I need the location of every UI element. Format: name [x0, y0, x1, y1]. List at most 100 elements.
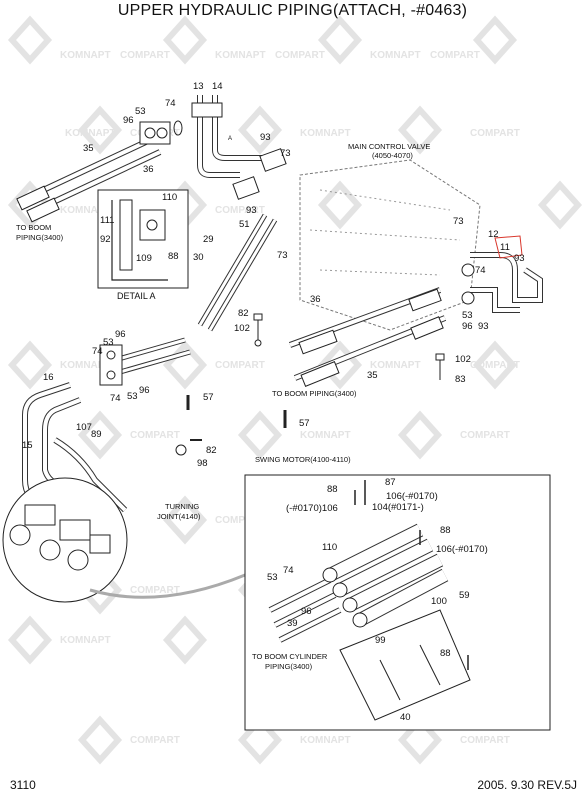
callout: 53	[267, 572, 278, 583]
callout: 106(-#0170)	[386, 491, 438, 502]
callout: 53	[135, 106, 146, 117]
callout: 106(-#0170)	[436, 544, 488, 555]
watermark-text: KOMNAPT	[300, 430, 351, 441]
callout: 98	[197, 458, 208, 469]
watermark-text: COMPART	[470, 360, 520, 371]
callout: 14	[212, 81, 223, 92]
callout: 93	[260, 132, 271, 143]
watermark-text: COMPART	[120, 50, 170, 61]
turning-joint-fittings	[9, 504, 111, 571]
watermark-text: COMPART	[430, 50, 480, 61]
label-swing-motor: SWING MOTOR(4100-4110)	[255, 455, 351, 464]
callout: 74	[110, 393, 121, 404]
callout: 15	[22, 440, 33, 451]
callout: 83	[455, 374, 466, 385]
callout: 11	[500, 242, 510, 253]
callout: 12	[488, 229, 499, 240]
watermark-text: COMPART	[215, 205, 265, 216]
callout: 110	[322, 542, 337, 553]
watermark-text: COMPART	[460, 430, 510, 441]
callout: 35	[83, 143, 94, 154]
part-11-highlight	[494, 235, 523, 259]
callout: 92	[100, 234, 111, 245]
label-to-boom-center: TO BOOM PIPING(3400)	[272, 389, 357, 398]
watermark-text: COMPART	[275, 50, 325, 61]
callout: 89	[91, 429, 102, 440]
callout: 107	[76, 422, 92, 433]
callout: 59	[459, 590, 470, 601]
callout: 53	[127, 391, 138, 402]
callout: 39	[287, 618, 298, 629]
label-to-boom-cylinder: TO BOOM CYLINDER	[252, 652, 328, 661]
callout: 74	[283, 565, 294, 576]
label-turning-joint-2: JOINT(4140)	[157, 512, 201, 521]
callout: 36	[143, 164, 154, 175]
callout: 53	[462, 310, 473, 321]
callout: 13	[193, 81, 204, 92]
callout: 73	[453, 216, 464, 227]
page-number: 3110	[10, 778, 36, 792]
label-main-control-valve: MAIN CONTROL VALVE	[348, 142, 430, 151]
watermark-text: KOMNAPT	[215, 50, 266, 61]
pipe-11-12	[461, 252, 543, 313]
callout: 30	[193, 252, 204, 263]
callout: 109	[136, 253, 152, 264]
callout: 74	[165, 98, 176, 109]
callout: 102	[455, 354, 471, 365]
callout: 73	[277, 250, 288, 261]
label-detail-a: DETAIL A	[117, 291, 156, 301]
watermark-text: KOMNAPT	[65, 128, 116, 139]
watermark-text: KOMNAPT	[370, 50, 421, 61]
callout: 100	[431, 596, 447, 607]
callout: 96	[301, 606, 312, 617]
callout: 35	[367, 370, 378, 381]
watermark-text: COMPART	[215, 515, 265, 526]
watermark-text: KOMNAPT	[300, 128, 351, 139]
callout: 96	[123, 115, 134, 126]
callout: 110	[162, 192, 177, 203]
hose-35-36-center	[288, 287, 447, 387]
callout: 74	[475, 265, 486, 276]
label-turning-joint: TURNING	[165, 502, 199, 511]
callout: 82	[206, 445, 217, 456]
callout-numbers: 13 14 53 74 96 35 36 93 73 110 111 92 10…	[22, 81, 525, 723]
callout: 36	[310, 294, 321, 305]
label-to-boom-cylinder-2: PIPING(3400)	[265, 662, 313, 671]
watermark-text: COMPART	[470, 128, 520, 139]
watermark-text: KOMNAPT	[300, 735, 351, 746]
main-control-valve	[299, 159, 481, 331]
callout: 96	[462, 321, 473, 332]
callout: 57	[203, 392, 214, 403]
callout: (-#0170)106	[286, 503, 338, 514]
watermark-text: COMPART	[215, 360, 265, 371]
label-to-boom-left: TO BOOM	[16, 223, 51, 232]
callout: 93	[514, 253, 525, 264]
watermark-text: COMPART	[130, 585, 180, 596]
callout: 104(#0171-)	[372, 502, 424, 513]
pipe-13-14	[191, 95, 287, 200]
callout: 93	[246, 205, 257, 216]
watermark-text: COMPART	[130, 430, 180, 441]
label-to-boom-left-2: PIPING(3400)	[16, 233, 64, 242]
label-main-control-valve-range: (4050-4070)	[372, 151, 413, 160]
callout: 73	[280, 148, 291, 159]
watermark-text: COMPART	[130, 735, 180, 746]
callout: 87	[385, 477, 396, 488]
callout: 102	[234, 323, 250, 334]
detail-a-bracket	[111, 199, 168, 281]
callout: 96	[115, 329, 126, 340]
fitting-block-top	[139, 120, 183, 145]
watermark-text: KOMNAPT	[60, 205, 111, 216]
callout: 88	[168, 251, 179, 262]
callout-arrow	[89, 573, 246, 599]
watermark-text: KOMNAPT	[60, 635, 111, 646]
callout: 29	[203, 234, 214, 245]
fitting-block-middle	[99, 344, 123, 386]
callout: 51	[239, 219, 250, 230]
callout: 57	[299, 418, 310, 429]
callout: 99	[375, 635, 386, 646]
callout: 53	[103, 337, 114, 348]
callout: 93	[478, 321, 489, 332]
